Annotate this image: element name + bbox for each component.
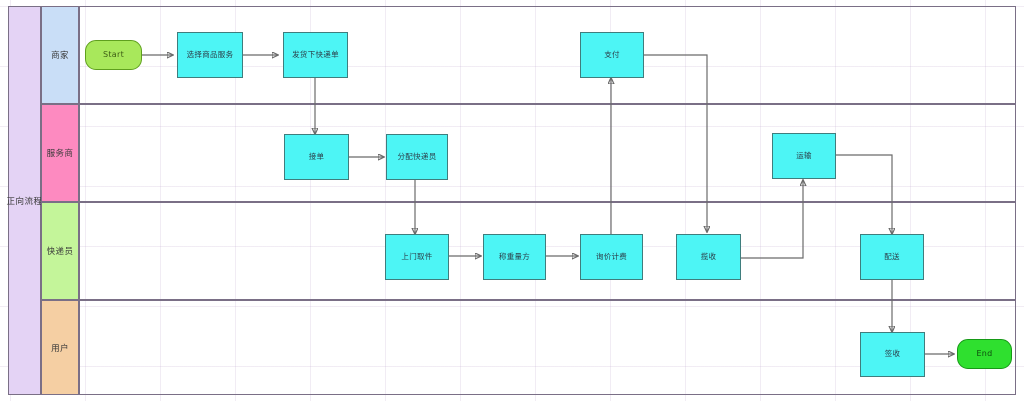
- node-label-deliver: 配送: [884, 251, 900, 261]
- lane-label-merchant: 商家: [51, 51, 69, 61]
- node-label-accept-order: 接单: [308, 151, 325, 161]
- lane-label-customer: 用户: [51, 343, 69, 354]
- lane-label-courier: 快递员: [46, 247, 74, 257]
- node-select-goods[interactable]: 选择商品服务: [177, 32, 243, 78]
- lane-header-provider: 服务商: [41, 104, 79, 202]
- node-label-assign: 分配快递员: [397, 151, 437, 161]
- node-label-pickup-door: 上门取件: [401, 251, 433, 261]
- node-pickup-door[interactable]: 上门取件: [385, 234, 449, 280]
- node-pay[interactable]: 支付: [580, 32, 644, 78]
- node-ship-order[interactable]: 发货下快递单: [283, 32, 348, 78]
- node-end[interactable]: End: [957, 339, 1012, 369]
- node-label-pay: 支付: [604, 49, 620, 59]
- node-label-weigh: 称重量方: [498, 251, 531, 261]
- lane-body-merchant: [79, 6, 1016, 104]
- node-label-transport: 运输: [796, 150, 812, 160]
- node-label-start: Start: [102, 49, 125, 59]
- lane-label-provider: 服务商: [46, 149, 74, 159]
- node-label-quote: 询价计费: [595, 251, 628, 261]
- lane-body-customer: [79, 300, 1016, 395]
- node-start[interactable]: Start: [85, 40, 142, 70]
- lane-body-provider: [79, 104, 1016, 202]
- node-sign[interactable]: 签收: [860, 332, 925, 377]
- node-deliver[interactable]: 配送: [860, 234, 924, 280]
- node-accept-order[interactable]: 接单: [284, 134, 349, 180]
- lane-header-courier: 快递员: [41, 202, 79, 300]
- lane-body-courier: [79, 202, 1016, 300]
- pool-header: 正向流程: [6, 6, 43, 395]
- node-label-end: End: [976, 348, 993, 358]
- node-assign[interactable]: 分配快递员: [386, 134, 448, 180]
- node-label-select-goods: 选择商品服务: [186, 49, 234, 59]
- lane-header-customer: 用户: [41, 300, 79, 395]
- node-transport[interactable]: 运输: [772, 133, 836, 179]
- node-collect[interactable]: 揽收: [676, 234, 741, 280]
- node-label-sign: 签收: [884, 349, 901, 359]
- node-quote[interactable]: 询价计费: [580, 234, 643, 280]
- pool-title: 正向流程: [6, 196, 43, 207]
- node-label-collect: 揽收: [700, 251, 717, 261]
- node-label-ship-order: 发货下快递单: [292, 49, 339, 59]
- lane-header-merchant: 商家: [41, 6, 79, 104]
- node-weigh[interactable]: 称重量方: [483, 234, 546, 280]
